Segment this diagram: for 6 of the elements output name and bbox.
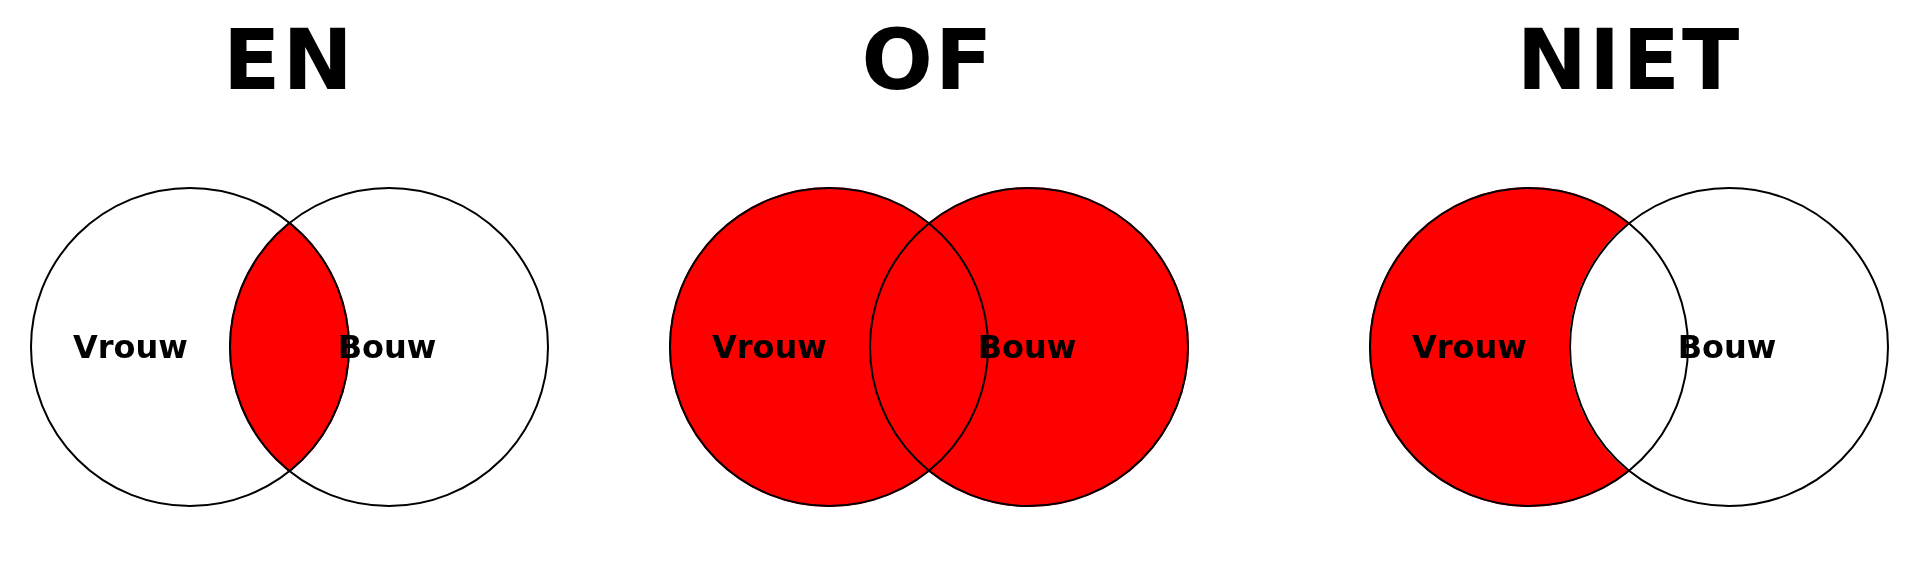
- set-label: Vrouw: [1411, 327, 1527, 367]
- heading: EN: [223, 18, 355, 102]
- heading: NIET: [1516, 18, 1742, 102]
- heading: OF: [861, 18, 995, 102]
- set-label: Vrouw: [711, 327, 827, 367]
- set-label: Vrouw: [72, 327, 188, 367]
